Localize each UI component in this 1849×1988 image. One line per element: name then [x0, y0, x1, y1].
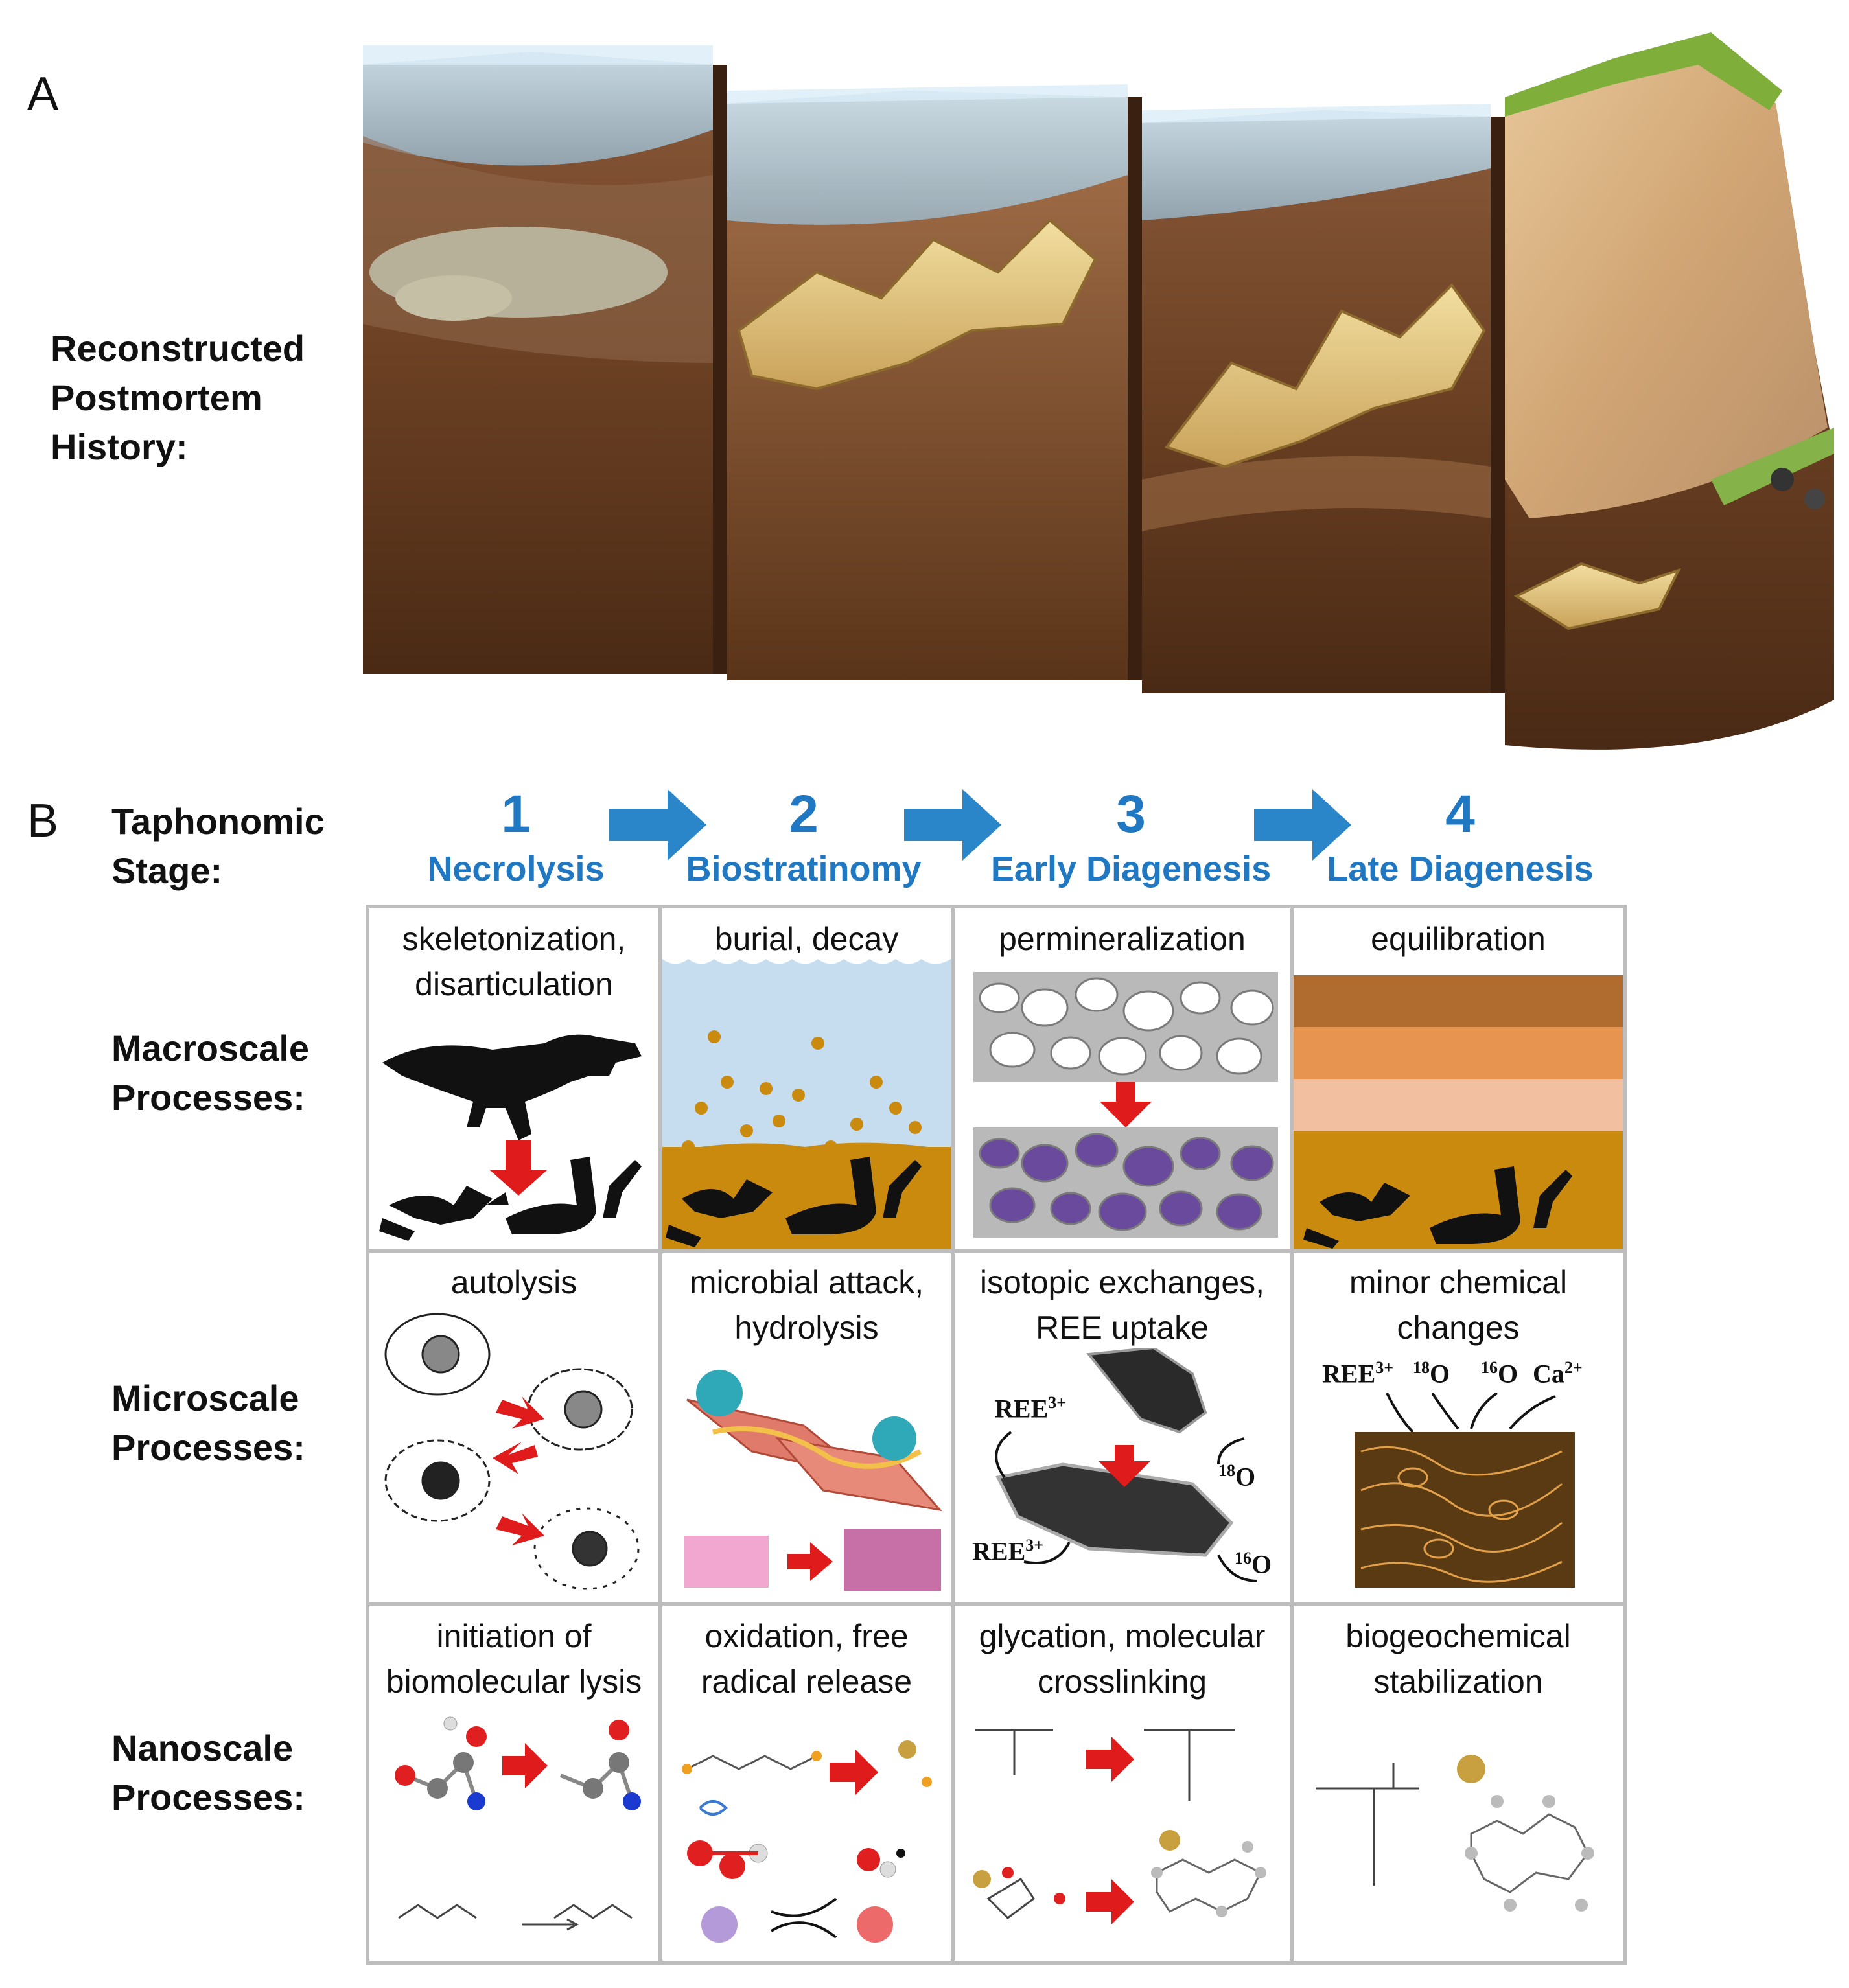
macro-biostratinomy-caption: burial, decay — [662, 916, 951, 958]
grid-divider — [658, 905, 662, 1965]
nanoscale-row-label: Nanoscale Processes: — [111, 1728, 305, 1818]
grid-divider — [366, 1602, 1627, 1606]
oxidation-radical-illustration — [682, 1740, 932, 1943]
ca-label: Ca2+ — [1533, 1358, 1583, 1389]
stage-2-name: Biostratinomy — [686, 850, 922, 888]
stage-3-name: Early Diagenesis — [990, 850, 1272, 888]
o16-label: 16O — [1481, 1358, 1518, 1389]
stage-2-number: 2 — [789, 785, 819, 844]
panel-b-letter: B — [27, 795, 59, 847]
stage-3-number: 3 — [1116, 785, 1146, 844]
stage-1-number: 1 — [501, 785, 531, 844]
burial-illustration — [662, 953, 951, 1249]
stage-arrow-3-to-4 — [1254, 789, 1351, 861]
nano-early-diagenesis-caption: glycation, molecular crosslinking — [979, 1618, 1266, 1700]
postmortem-history-label: Reconstructed Postmortem History: — [51, 328, 305, 467]
stratum-3 — [1294, 1079, 1623, 1131]
isotopic-exchange-illustration — [995, 1348, 1258, 1582]
macro-necrolysis-caption: skeletonization, disarticulation — [402, 921, 626, 1002]
taphonomic-stage-label: Taphonomic Stage: — [111, 801, 325, 891]
block-early-diagenesis — [1142, 110, 1505, 693]
grid-divider — [366, 1249, 1627, 1253]
ree-label-top: REE3+ — [995, 1393, 1067, 1424]
stage-arrow-1-to-2 — [609, 789, 706, 861]
ree-label-bottom: REE3+ — [972, 1536, 1044, 1566]
ree-label: REE3+ — [1322, 1358, 1394, 1389]
burial-water-background — [662, 958, 951, 1147]
mineral-exchange-micrograph — [1355, 1393, 1575, 1588]
o16-label: 16O — [1235, 1549, 1272, 1579]
nano-biostratinomy-caption: oxidation, free radical release — [701, 1618, 913, 1700]
permineralization-illustration — [973, 972, 1278, 1238]
macroscale-row-label: Macroscale Processes: — [111, 1028, 310, 1118]
micro-early-diagenesis-caption: isotopic exchanges, REE uptake — [979, 1264, 1265, 1346]
biomolecular-lysis-illustration — [395, 1716, 641, 1931]
stage-arrow-2-to-3 — [904, 789, 1001, 861]
o18-label: 18O — [1218, 1461, 1256, 1492]
autolysis-cells-illustration — [384, 1313, 640, 1590]
stage-4-number: 4 — [1445, 785, 1475, 844]
block-necrolysis — [363, 52, 727, 674]
macro-late-diagenesis-caption: equilibration — [1371, 921, 1546, 957]
micro-biostratinomy-caption: microbial attack, hydrolysis — [689, 1264, 924, 1346]
biogeochemical-stabilization-illustration — [1316, 1755, 1594, 1912]
microbial-attack-illustration — [684, 1370, 942, 1591]
stratum-2 — [1294, 1027, 1623, 1079]
grid-divider — [1290, 905, 1294, 1965]
nano-late-diagenesis-caption: biogeochemical stabilization — [1345, 1618, 1571, 1700]
trex-skeletonization-illustration — [379, 1034, 642, 1241]
stage-4-name: Late Diagenesis — [1327, 850, 1594, 888]
micro-necrolysis-caption: autolysis — [450, 1264, 577, 1300]
microscale-row-label: Microscale Processes: — [111, 1378, 305, 1468]
o18-label: 18O — [1413, 1358, 1450, 1389]
stage-1-name: Necrolysis — [427, 850, 605, 888]
macro-early-diagenesis-caption: permineralization — [999, 921, 1246, 957]
stratum-1 — [1294, 975, 1623, 1027]
micro-late-diagenesis-caption: minor chemical changes — [1349, 1264, 1568, 1346]
nano-necrolysis-caption: initiation of biomolecular lysis — [386, 1618, 642, 1700]
grid-divider — [951, 905, 955, 1965]
block-late-diagenesis — [1505, 32, 1834, 750]
process-grid — [366, 905, 1627, 1965]
equilibration-bones-illustration — [1303, 1166, 1572, 1249]
glycation-crosslinking-illustration — [973, 1729, 1266, 1924]
block-biostratinomy — [727, 91, 1142, 680]
postmortem-history-illustration — [363, 32, 1834, 750]
panel-a-letter: A — [27, 68, 59, 120]
